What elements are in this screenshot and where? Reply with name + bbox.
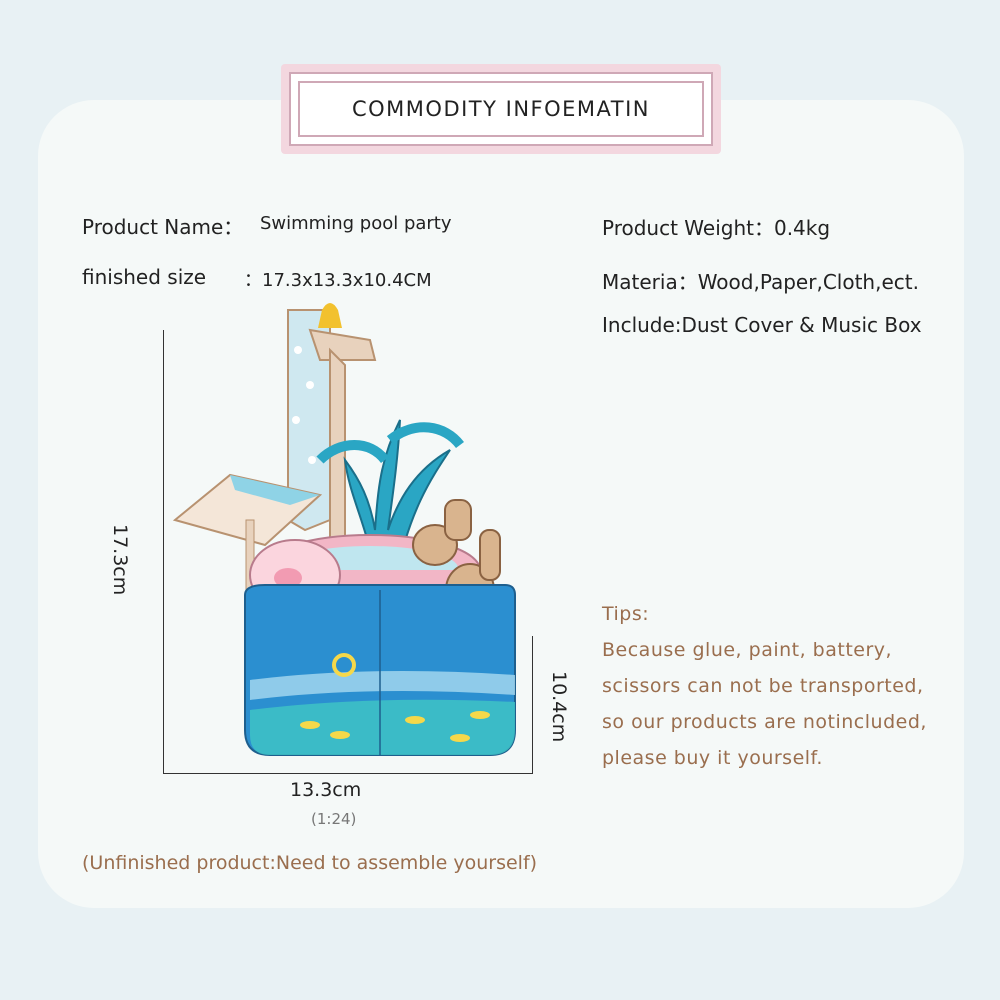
width-dimension-line <box>163 773 533 774</box>
material: Materia：Wood,Paper,Cloth,ect. <box>602 270 919 294</box>
base-height-dimension-line <box>532 636 533 774</box>
tips-block: Tips: Because glue, paint, battery, scis… <box>602 596 927 776</box>
tips-line: scissors can not be transported, <box>602 675 924 697</box>
umbrella <box>172 473 323 601</box>
tips-line: Because glue, paint, battery, <box>602 639 893 661</box>
finished-size-label: finished size <box>82 265 207 289</box>
product-name-label: Product Name： <box>82 215 244 239</box>
tips-line: please buy it yourself. <box>602 747 823 769</box>
banner-title: COMMODITY INFOEMATIN <box>298 81 704 137</box>
tips-line: so our products are notincluded, <box>602 711 927 733</box>
height-total-label: 17.3cm <box>109 524 131 596</box>
width-label: 13.3cm <box>290 779 362 801</box>
include-items: Include:Dust Cover & Music Box <box>602 313 922 337</box>
pool-base <box>244 584 516 756</box>
finished-size-value: ：17.3x13.3x10.4CM <box>244 270 432 291</box>
product-weight: Product Weight：0.4kg <box>602 216 831 240</box>
tips-heading: Tips: <box>602 603 650 625</box>
product-name-value: Swimming pool party <box>260 213 452 234</box>
title-banner: COMMODITY INFOEMATIN <box>281 64 721 154</box>
height-base-label: 10.4cm <box>548 671 570 743</box>
assembly-note: (Unfinished product:Need to assemble you… <box>82 852 538 874</box>
height-dimension-line <box>163 330 164 774</box>
scale-label: (1:24) <box>311 810 357 828</box>
product-illustration <box>172 303 516 756</box>
